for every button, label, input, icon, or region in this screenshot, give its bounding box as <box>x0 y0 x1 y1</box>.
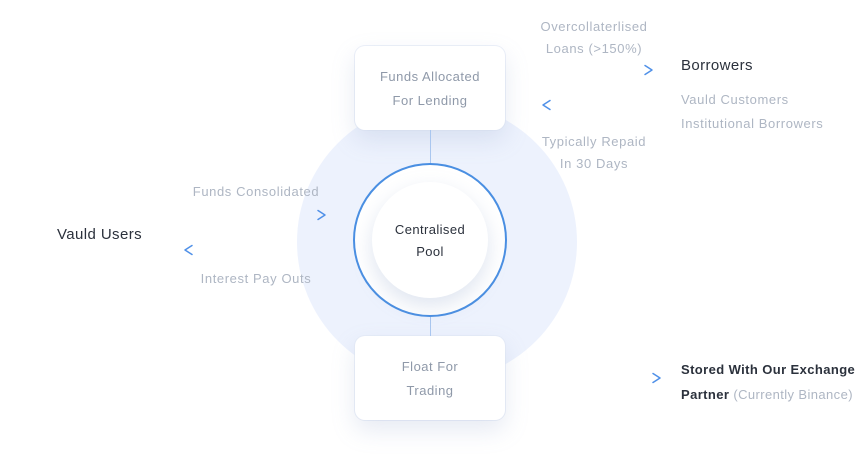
overcollateralised-loans-line1: Overcollaterlised <box>540 19 648 34</box>
top-connector-line <box>430 130 431 165</box>
interest-pay-outs-label: Interest Pay Outs <box>200 271 312 286</box>
float-for-trading-line1: Float For <box>401 358 459 374</box>
funds-consolidated-arrow <box>184 209 326 221</box>
borrowers-sub-institutional: Institutional Borrowers <box>681 116 824 131</box>
interest-pay-outs-arrow <box>184 244 326 256</box>
typically-repaid-line1: Typically Repaid <box>541 134 647 149</box>
repayment-from-borrowers-arrow <box>542 99 653 111</box>
borrowers-sublabels: Vauld Customers Institutional Borrowers <box>681 88 823 136</box>
exchange-partner-note: (Currently Binance) <box>733 387 853 402</box>
centralised-pool-inner: Centralised Pool <box>372 182 488 298</box>
float-to-exchange-arrow <box>537 372 661 384</box>
float-for-trading-line2: Trading <box>406 382 454 398</box>
borrowers-label: Borrowers <box>681 57 753 74</box>
exchange-partner-line1: Stored With Our Exchange <box>681 362 856 377</box>
loans-to-borrowers-arrow <box>537 64 653 76</box>
exchange-partner-word: Partner <box>681 387 730 402</box>
funds-consolidated-label: Funds Consolidated <box>192 184 320 199</box>
pool-label-line2: Pool <box>416 243 444 259</box>
overcollateralised-loans-line2: Loans (>150%) <box>545 41 643 56</box>
funds-allocated-line1: Funds Allocated <box>379 68 480 84</box>
borrowers-sub-vauld-customers: Vauld Customers <box>681 92 789 107</box>
float-for-trading-card: Float For Trading <box>355 336 505 420</box>
vauld-users-label: Vauld Users <box>57 226 142 243</box>
bottom-connector-line <box>430 317 431 336</box>
pool-label-line1: Centralised <box>394 221 466 237</box>
exchange-partner-line2: Partner (Currently Binance) <box>681 382 855 407</box>
funds-allocated-line2: For Lending <box>392 92 468 108</box>
exchange-partner-label: Stored With Our Exchange Partner (Curren… <box>681 357 855 407</box>
typically-repaid-line2: In 30 Days <box>559 156 629 171</box>
overcollateralised-loans-label: Overcollaterlised Loans (>150%) <box>522 16 666 60</box>
centralised-pool-node: Centralised Pool <box>353 163 507 317</box>
typically-repaid-label: Typically Repaid In 30 Days <box>522 131 666 175</box>
funds-allocated-card: Funds Allocated For Lending <box>355 46 505 130</box>
